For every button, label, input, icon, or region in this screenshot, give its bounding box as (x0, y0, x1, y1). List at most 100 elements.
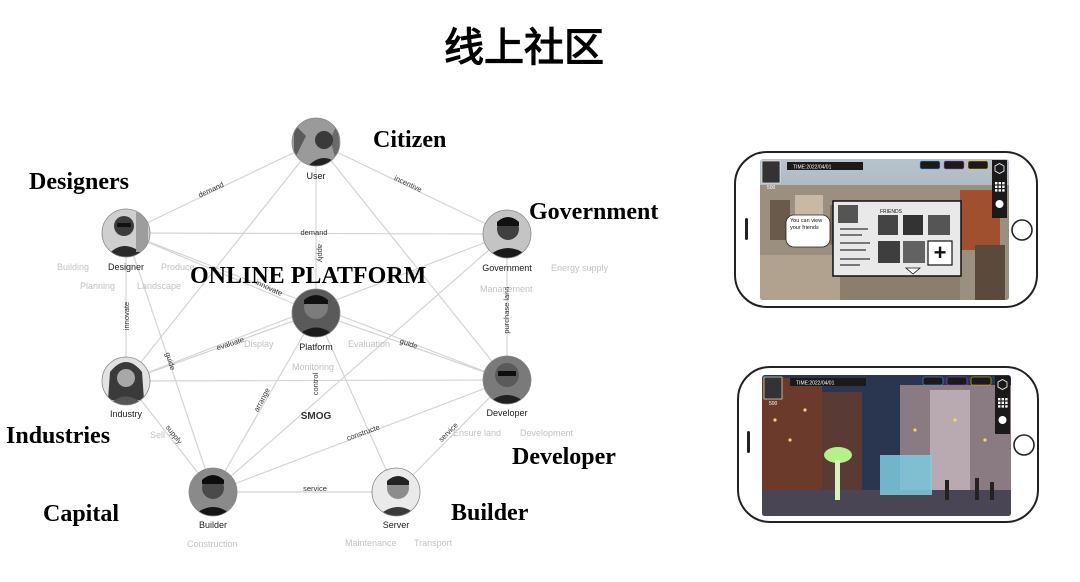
edge-designer-platform (125, 232, 317, 314)
grid-menu-icon[interactable] (995, 182, 1005, 192)
node-server (371, 467, 421, 517)
phone-bottom: TIME:2022/04/01 500 (737, 366, 1039, 523)
phone-top-side-button (745, 218, 748, 240)
edge-designer-government (125, 232, 508, 235)
faint-transport: Transport (414, 538, 453, 548)
node-label-builder: Builder (199, 520, 227, 530)
edge-label-service-builder: service (303, 484, 327, 493)
faint-ensure-land: Ensure land (453, 428, 501, 438)
node-label-industry: Industry (110, 409, 143, 419)
phone-bottom-home-button[interactable] (1013, 434, 1035, 456)
friend-thumb[interactable] (878, 215, 898, 235)
faint-monitoring: Monitoring (292, 362, 334, 372)
phone-top-status-bar (787, 162, 863, 170)
node-label-server: Server (383, 520, 410, 530)
edge-label-evaluate: evaluate (215, 335, 245, 352)
plus-icon: + (934, 240, 947, 265)
record-icon[interactable] (998, 416, 1007, 424)
edge-designer-builder (125, 232, 214, 493)
edge-label-construct: constructe (345, 423, 381, 443)
edge-label-arrange: arrange (252, 386, 272, 413)
page-title: 线上社区 (444, 25, 604, 71)
edge-label-guide-designer: guide (163, 351, 177, 371)
edge-label-control: control (311, 372, 320, 395)
role-industries: Industries (6, 423, 110, 449)
phone-bottom-screen (762, 375, 1011, 516)
phone-top-friends-panel: FRIENDS + (832, 200, 962, 277)
edge-platform-industry (125, 312, 317, 382)
edge-label-guide-platform: guide (399, 337, 419, 351)
phone-top-status-number: 500 (767, 185, 776, 191)
role-government: Government (529, 199, 658, 225)
record-icon[interactable] (995, 200, 1004, 208)
faint-construction: Construction (187, 539, 238, 549)
center-label-smog: SMOG (301, 411, 332, 422)
panel-collapse-icon[interactable] (904, 267, 922, 275)
edge-platform-developer (315, 312, 508, 381)
phone-top-chat-bubble: You can view your friends (785, 214, 831, 248)
node-label-designer: Designer (108, 262, 144, 272)
phone-top-avatar[interactable] (761, 160, 781, 184)
edge-user-government (315, 141, 508, 235)
grid-menu-icon[interactable] (998, 398, 1008, 408)
phone-top-right-toolbar (992, 160, 1007, 218)
edge-label-apply: apply (316, 244, 325, 262)
faint-evaluation: Evaluation (348, 339, 390, 349)
faint-energy-supply: Energy supply (551, 263, 609, 273)
phone-top: TIME:2022/04/01 500 You can view your fr… (734, 151, 1038, 308)
phone-top-panel-header: FRIENDS (880, 209, 903, 215)
edge-government-builder (212, 233, 508, 493)
node-label-government: Government (482, 263, 532, 273)
faint-ruce: ruce (407, 267, 425, 277)
node-developer (482, 355, 532, 405)
node-user (291, 117, 341, 167)
node-industry (101, 356, 151, 406)
phone-bottom-status-number: 500 (769, 401, 778, 407)
phone-bottom-status-bar (790, 378, 866, 386)
edge-user-developer (315, 141, 508, 381)
friend-thumb[interactable] (903, 215, 923, 235)
edge-industry-developer (125, 379, 508, 382)
node-label-platform: Platform (299, 342, 333, 352)
friend-thumb[interactable] (878, 241, 900, 263)
role-capital: Capital (43, 501, 119, 527)
edge-user-designer (125, 141, 317, 234)
online-platform-title: ONLINE PLATFORM (190, 263, 426, 289)
phone-top-resource-badges (919, 160, 989, 170)
phone-bottom-resource-badges (922, 376, 992, 386)
phone-top-time: TIME:2022/04/01 (793, 165, 832, 171)
role-citizen: Citizen (373, 127, 446, 153)
friend-thumb[interactable] (928, 215, 950, 235)
edge-label-demand-user: demand (197, 180, 225, 200)
node-label-user: User (306, 171, 325, 181)
faint-display: Display (244, 339, 274, 349)
friend-thumb[interactable] (903, 241, 925, 263)
cube-icon[interactable] (994, 163, 1005, 174)
diagram-edges (125, 141, 508, 493)
add-friend-button[interactable] (927, 240, 953, 266)
edge-platform-builder (212, 312, 317, 493)
faint-planning: Planning (80, 281, 115, 291)
node-platform (291, 288, 341, 338)
edge-platform-server (315, 312, 397, 493)
edge-label-innovate-designer: innovate (122, 302, 131, 330)
faint-sell: Sell (150, 430, 165, 440)
phone-bottom-avatar[interactable] (763, 376, 783, 400)
faint-landscape: Landscape (137, 281, 181, 291)
role-designers: Designers (29, 169, 129, 195)
phone-bottom-right-toolbar (995, 376, 1010, 434)
faint-building: Building (57, 262, 89, 272)
friend-thumb[interactable] (838, 205, 858, 223)
edge-label-purchase-land: purchase land (502, 286, 511, 333)
edge-label-incentive: incentive (393, 173, 424, 194)
node-designer (101, 208, 151, 258)
edge-user-industry (125, 141, 317, 382)
phone-top-home-button[interactable] (1011, 219, 1033, 241)
cube-icon[interactable] (997, 379, 1008, 390)
faint-management: Management (480, 284, 533, 294)
role-builder: Builder (451, 500, 529, 526)
phone-bottom-side-button (747, 431, 750, 453)
faint-produce: Produce (161, 262, 195, 272)
edge-label-demand-gov: demand (300, 228, 327, 237)
node-label-developer: Developer (486, 408, 527, 418)
